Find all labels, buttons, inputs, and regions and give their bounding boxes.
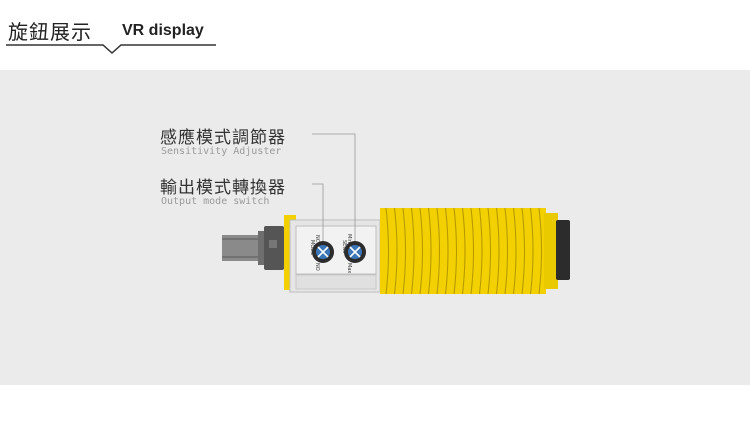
- section-title-english: VR display: [122, 22, 204, 39]
- thread-groove: [419, 207, 424, 295]
- thread-groove: [393, 207, 398, 295]
- section-title-chinese: 旋鈕展示: [8, 20, 92, 44]
- threaded-barrel: [380, 207, 570, 295]
- thread-groove: [521, 207, 526, 295]
- sensitivity-adjuster-label: 感應模式調節器: [160, 128, 286, 148]
- output-mode-leader-line: [312, 183, 324, 241]
- thread-groove: [453, 207, 458, 295]
- thread-groove: [538, 207, 543, 295]
- thread-groove: [461, 207, 466, 295]
- sensitivity-knob-mark-min: Min: [346, 234, 352, 243]
- output-mode-switch-label: 輸出模式轉換器: [160, 178, 286, 198]
- thread-groove: [478, 207, 483, 295]
- page-header: 旋鈕展示 VR display: [0, 0, 750, 70]
- sensitivity-knob[interactable]: [344, 241, 366, 263]
- thread-groove: [487, 207, 492, 295]
- thread-groove: [410, 207, 415, 295]
- mode-knob-label: MODE: [309, 240, 315, 255]
- thread-groove: [529, 207, 534, 295]
- thread-groove: [470, 207, 475, 295]
- output-mode-switch-label-english: Output mode switch: [161, 196, 270, 207]
- sensitivity-knob-mark-max: Max: [346, 263, 352, 273]
- thread-groove: [402, 207, 407, 295]
- mode-knob-mark-no: NO: [314, 263, 320, 271]
- display-panel: NC MODE NO Min SENS Max 感應模式調節器 Sensitiv…: [0, 70, 750, 385]
- mode-knob-mark-nc: NC: [314, 235, 320, 243]
- sensor-illustration: NC MODE NO Min SENS Max: [222, 133, 570, 295]
- sensitivity-knob-label: SENS: [341, 240, 347, 253]
- sensor-housing: [284, 215, 381, 293]
- thread-groove: [495, 207, 500, 295]
- sensitivity-leader-line: [312, 133, 356, 241]
- thread-groove: [512, 207, 517, 295]
- thread-groove: [504, 207, 509, 295]
- thread-groove: [427, 207, 432, 295]
- title-underline: [6, 44, 216, 55]
- cable: [222, 226, 284, 270]
- sensitivity-adjuster-label-english: Sensitivity Adjuster: [161, 146, 282, 157]
- thread-groove: [444, 207, 449, 295]
- thread-groove: [385, 207, 390, 295]
- thread-groove: [436, 207, 441, 295]
- mode-knob[interactable]: [312, 241, 334, 263]
